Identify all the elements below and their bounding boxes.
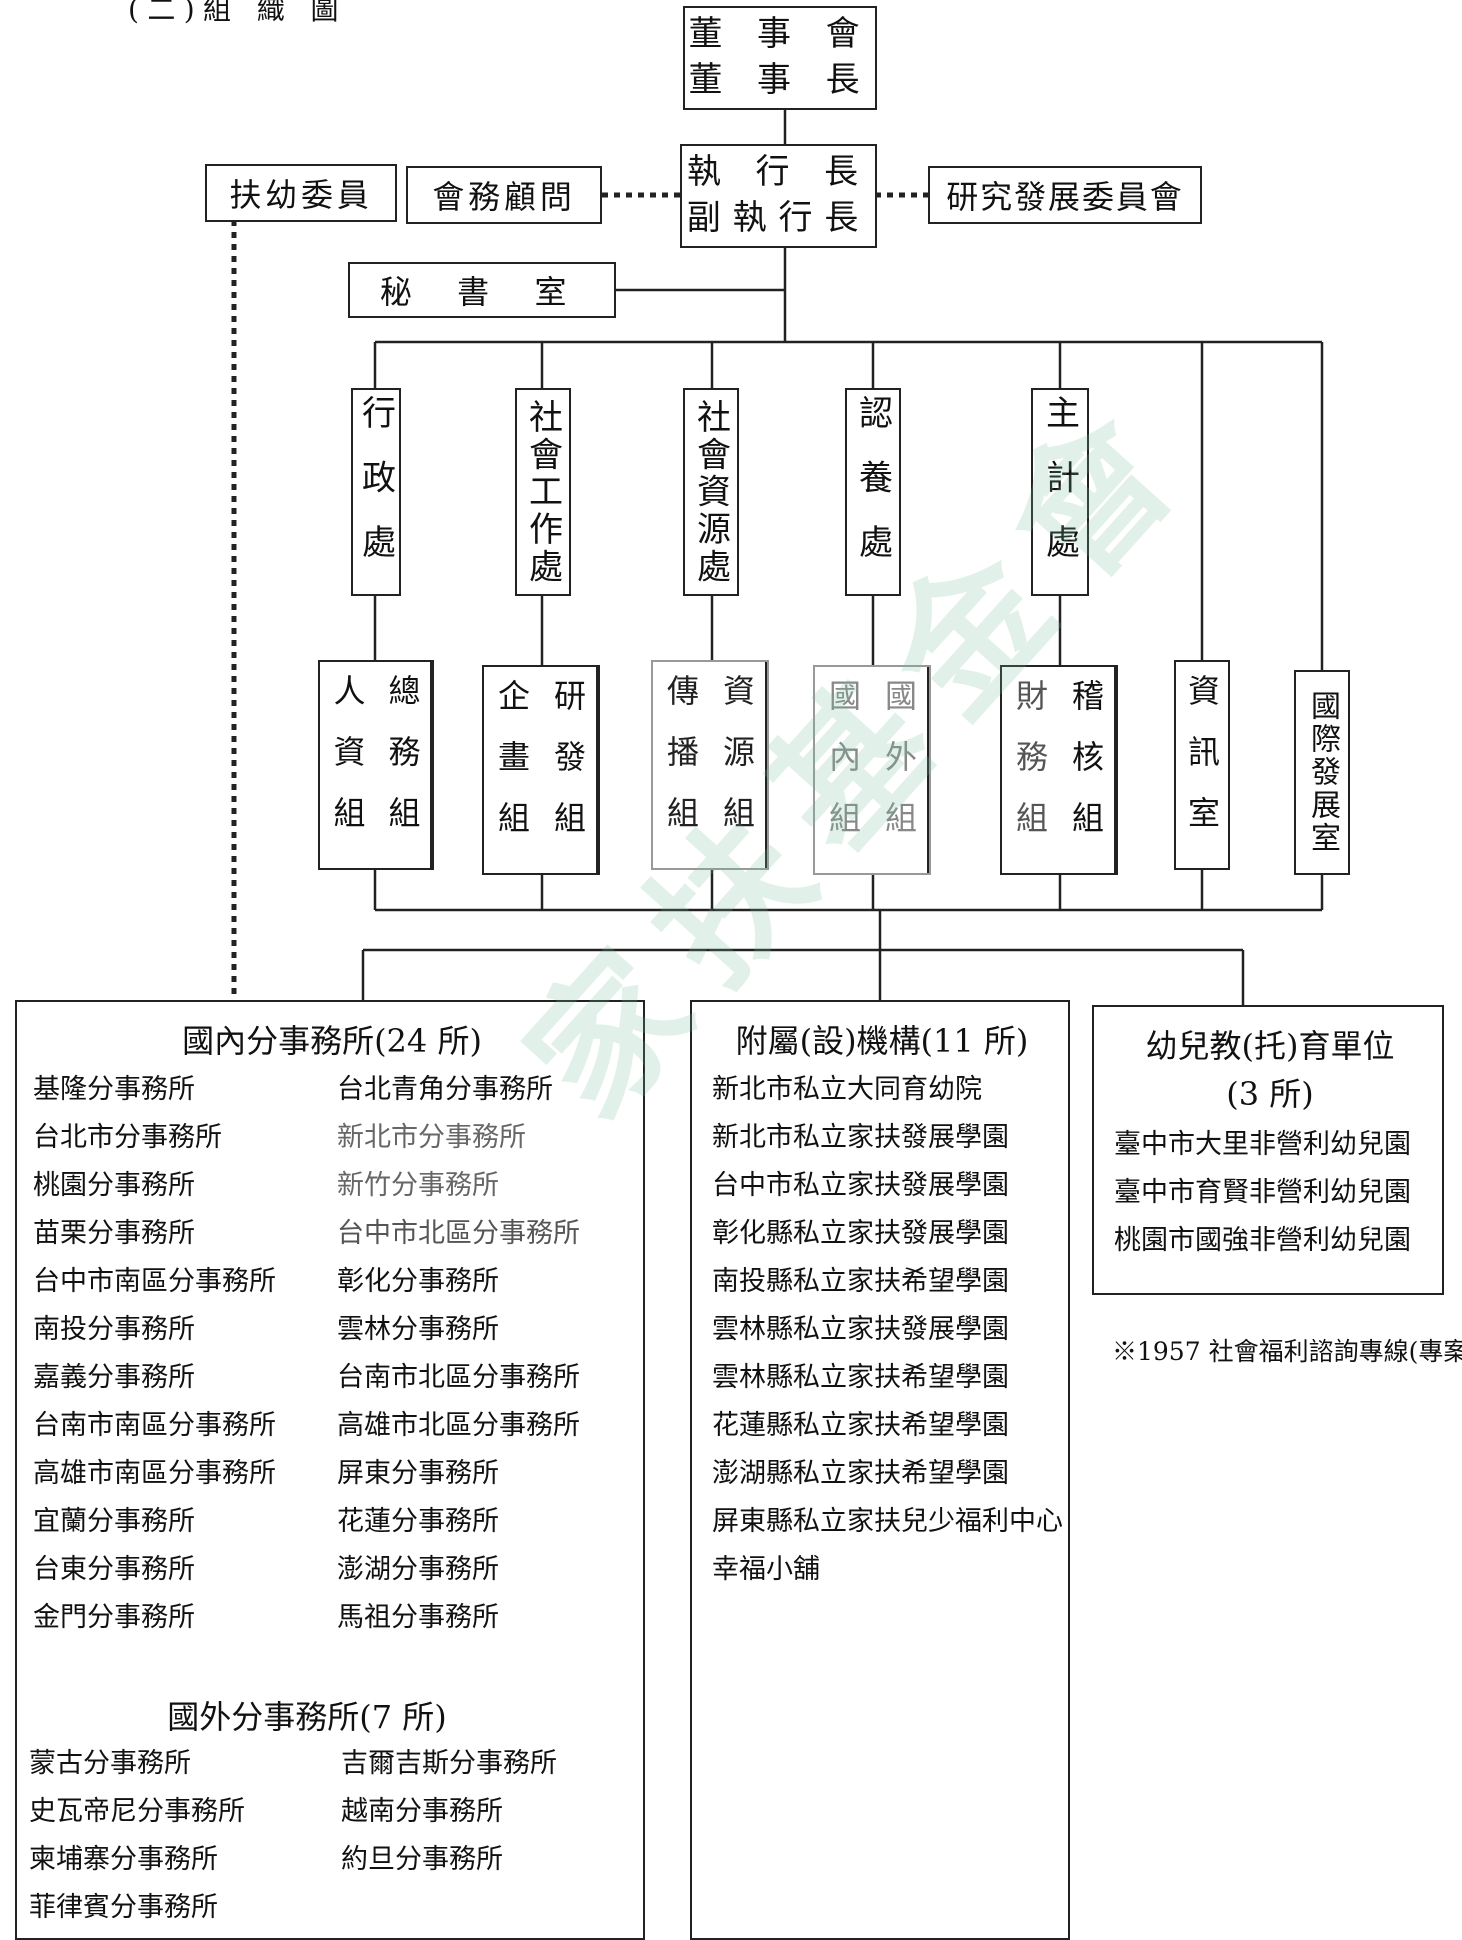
- list-item: 高雄市南區分事務所: [33, 1458, 276, 1489]
- list-item: 花蓮縣私立家扶希望學園: [712, 1410, 1009, 1441]
- dept-admin: 行政處: [351, 388, 401, 596]
- group-hr: 人資組: [328, 673, 367, 857]
- list-item: 澎湖分事務所: [337, 1554, 499, 1585]
- list-item: 雲林分事務所: [337, 1314, 499, 1345]
- list-item: 基隆分事務所: [33, 1074, 195, 1105]
- list-item: 彰化分事務所: [337, 1266, 499, 1297]
- list-item: 新竹分事務所: [337, 1170, 499, 1201]
- list-item: 桃園分事務所: [33, 1170, 195, 1201]
- group-finance: 財務組: [1011, 678, 1049, 862]
- list-item: 新北市私立家扶發展學園: [712, 1122, 1009, 1153]
- list-item: 約旦分事務所: [341, 1844, 503, 1875]
- list-item: 新北市分事務所: [337, 1122, 526, 1153]
- group-overseas: 國外組: [871, 667, 929, 873]
- list-item: 彰化縣私立家扶發展學園: [712, 1218, 1009, 1249]
- list-item: 台北青角分事務所: [337, 1074, 553, 1105]
- list-item: 蒙古分事務所: [29, 1748, 191, 1779]
- intl-development-office: 國際發展室: [1294, 670, 1350, 875]
- list-item: 菲律賓分事務所: [29, 1892, 218, 1923]
- list-item: 南投分事務所: [33, 1314, 195, 1345]
- overseas-title: 國外分事務所(7 所): [167, 1698, 447, 1736]
- preschool-title-line1: 幼兒教(托)育單位: [1145, 1027, 1395, 1065]
- board-line2: 董 事 長: [688, 60, 872, 100]
- list-item: 屏東分事務所: [337, 1458, 499, 1489]
- dept-social-work: 社會工作處: [515, 388, 571, 596]
- list-item: 桃園市國強非營利幼兒園: [1114, 1225, 1411, 1256]
- preschool-box: 幼兒教(托)育單位 (3 所) 臺中市大里非營利幼兒園 臺中市育賢非營利幼兒園 …: [1092, 1005, 1444, 1295]
- preschool-title-line2: (3 所): [1226, 1075, 1314, 1113]
- group-pair-social-work: 企畫組 研發組: [482, 665, 600, 875]
- group-audit: 稽核組: [1058, 667, 1116, 873]
- hotline-note: ※1957 社會福利諮詢專線(專案: [1112, 1337, 1462, 1366]
- list-item: 台中市南區分事務所: [33, 1266, 276, 1297]
- list-item: 馬祖分事務所: [337, 1602, 499, 1633]
- affiliated-title: 附屬(設)機構(11 所): [735, 1022, 1029, 1060]
- dept-accounting: 主計處: [1031, 388, 1089, 596]
- group-pair-sponsorship: 國內組 國外組: [813, 665, 931, 875]
- list-item: 台東分事務所: [33, 1554, 195, 1585]
- group-planning: 企畫組: [493, 678, 531, 862]
- list-item: 史瓦帝尼分事務所: [29, 1796, 245, 1827]
- group-resource: 資源組: [709, 662, 767, 868]
- group-communication: 傳播組: [662, 673, 700, 857]
- domestic-title: 國內分事務所(24 所): [182, 1022, 482, 1060]
- preschool-list: 臺中市大里非營利幼兒園 臺中市育賢非營利幼兒園 桃園市國強非營利幼兒園: [1114, 1121, 1411, 1265]
- branch-offices-box: 國內分事務所(24 所) 基隆分事務所 台北市分事務所 桃園分事務所 苗栗分事務…: [15, 1000, 645, 1940]
- domestic-list-left: 基隆分事務所 台北市分事務所 桃園分事務所 苗栗分事務所 台中市南區分事務所 南…: [33, 1066, 276, 1642]
- list-item: 越南分事務所: [341, 1796, 503, 1827]
- ceo-line1: 執 行 長: [686, 152, 871, 193]
- fuyou-committee-box: 扶幼委員: [205, 164, 397, 222]
- board-box: 董 事 會 董 事 長: [683, 6, 877, 110]
- advisor-box: 會務顧問: [406, 166, 602, 224]
- list-item: 花蓮分事務所: [337, 1506, 499, 1537]
- group-pair-admin: 人資組 總務組: [318, 660, 434, 870]
- dept-sponsorship: 認養處: [845, 388, 901, 596]
- affiliated-list: 新北市私立大同育幼院 新北市私立家扶發展學園 台中市私立家扶發展學園 彰化縣私立…: [712, 1066, 1063, 1594]
- list-item: 台中市北區分事務所: [337, 1218, 580, 1249]
- dept-social-resources: 社會資源處: [683, 388, 739, 596]
- list-item: 雲林縣私立家扶發展學園: [712, 1314, 1009, 1345]
- group-general-affairs: 總務組: [375, 662, 432, 868]
- list-item: 臺中市大里非營利幼兒園: [1114, 1129, 1411, 1160]
- list-item: 苗栗分事務所: [33, 1218, 195, 1249]
- ceo-line2: 副執行長: [686, 198, 871, 238]
- list-item: 台中市私立家扶發展學園: [712, 1170, 1009, 1201]
- list-item: 雲林縣私立家扶希望學園: [712, 1362, 1009, 1393]
- list-item: 高雄市北區分事務所: [337, 1410, 580, 1441]
- list-item: 柬埔寨分事務所: [29, 1844, 218, 1875]
- page-heading: (二)組 織 圖: [128, 0, 347, 26]
- overseas-list-right: 吉爾吉斯分事務所 越南分事務所 約旦分事務所: [341, 1740, 557, 1884]
- list-item: 屏東縣私立家扶兒少福利中心: [712, 1506, 1063, 1537]
- list-item: 吉爾吉斯分事務所: [341, 1748, 557, 1779]
- list-item: 台南市北區分事務所: [337, 1362, 580, 1393]
- overseas-list-left: 蒙古分事務所 史瓦帝尼分事務所 柬埔寨分事務所 菲律賓分事務所: [29, 1740, 245, 1932]
- group-domestic: 國內組: [824, 678, 862, 862]
- domestic-list-right: 台北青角分事務所 新北市分事務所 新竹分事務所 台中市北區分事務所 彰化分事務所…: [337, 1066, 580, 1642]
- group-pair-resources: 傳播組 資源組: [651, 660, 769, 870]
- list-item: 澎湖縣私立家扶希望學園: [712, 1458, 1009, 1489]
- list-item: 金門分事務所: [33, 1602, 195, 1633]
- secretariat-box: 秘 書 室: [348, 262, 616, 318]
- info-office: 資訊室: [1174, 660, 1230, 870]
- affiliated-box: 附屬(設)機構(11 所) 新北市私立大同育幼院 新北市私立家扶發展學園 台中市…: [690, 1000, 1070, 1940]
- list-item: 台南市南區分事務所: [33, 1410, 276, 1441]
- board-line1: 董 事 會: [688, 14, 872, 55]
- list-item: 南投縣私立家扶希望學園: [712, 1266, 1009, 1297]
- list-item: 宜蘭分事務所: [33, 1506, 195, 1537]
- ceo-box: 執 行 長 副執行長: [680, 144, 877, 248]
- group-pair-accounting: 財務組 稽核組: [1000, 665, 1118, 875]
- list-item: 臺中市育賢非營利幼兒園: [1114, 1177, 1411, 1208]
- list-item: 新北市私立大同育幼院: [712, 1074, 982, 1105]
- rd-committee-box: 研究發展委員會: [928, 166, 1202, 224]
- list-item: 台北市分事務所: [33, 1122, 222, 1153]
- list-item: 嘉義分事務所: [33, 1362, 195, 1393]
- group-research: 研發組: [540, 667, 598, 873]
- list-item: 幸福小舖: [712, 1554, 820, 1585]
